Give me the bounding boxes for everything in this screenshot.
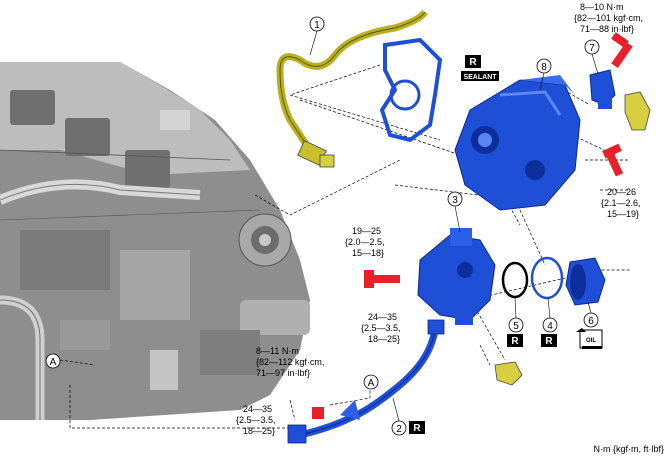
housing-part-3: [417, 228, 496, 325]
svg-text:{82—101 kgf·cm,: {82—101 kgf·cm,: [574, 13, 643, 23]
svg-text:{2.5—3.5,: {2.5—3.5,: [361, 323, 401, 333]
svg-text:8—10 N·m: 8—10 N·m: [580, 2, 624, 12]
pipe-part-2: [287, 319, 445, 444]
svg-text:R: R: [413, 423, 421, 434]
connector-yellow-top: [624, 91, 651, 131]
svg-text:{82—112 kgf·cm,: {82—112 kgf·cm,: [256, 357, 324, 367]
svg-text:18—25}: 18—25}: [368, 334, 400, 344]
svg-text:18—25}: 18—25}: [243, 426, 275, 436]
svg-text:2: 2: [396, 424, 402, 435]
svg-text:7: 7: [589, 43, 595, 54]
replace-mark-o-ring-4: R: [541, 334, 557, 347]
connector-yellow-bottom: [494, 361, 523, 386]
svg-text:1: 1: [314, 20, 320, 31]
oil-can-icon: OIL: [576, 328, 603, 349]
svg-text:71—88 in·lbf}: 71—88 in·lbf}: [580, 24, 634, 34]
svg-text:24—35: 24—35: [368, 312, 397, 322]
bolt-left: [364, 270, 400, 288]
callout-8: 8: [536, 58, 552, 91]
units-note: N·m {kgf·m, ft·lbf}: [593, 444, 664, 454]
filter-part-6: [565, 257, 606, 306]
replace-mark-pipe: R: [409, 421, 425, 434]
callout-4: 4: [542, 297, 558, 333]
svg-text:71—97 in·lbf}: 71—97 in·lbf}: [256, 368, 310, 378]
gasket: [379, 37, 443, 143]
callout-5: 5: [508, 297, 524, 333]
svg-text:8—11 N·m: 8—11 N·m: [256, 346, 299, 356]
sensor-part-7: [589, 69, 616, 109]
svg-text:SEALANT: SEALANT: [463, 74, 497, 81]
callout-1: 1: [309, 16, 325, 56]
svg-text:15—18}: 15—18}: [352, 248, 384, 258]
svg-text:3: 3: [452, 195, 458, 206]
svg-text:A: A: [50, 357, 57, 368]
svg-text:5: 5: [513, 321, 519, 332]
svg-text:R: R: [469, 57, 477, 68]
svg-text:8: 8: [541, 62, 547, 73]
svg-text:A: A: [368, 378, 375, 389]
torque-spec-middle: 24—35 {2.5—3.5, 18—25}: [361, 312, 401, 344]
callout-6: 6: [583, 301, 599, 328]
svg-text:{2.5—3.5,: {2.5—3.5,: [236, 415, 276, 425]
svg-text:{2.0—2.5,: {2.0—2.5,: [345, 237, 385, 247]
torque-spec-right: 20—26 {2.1—2.6, 15—19}: [601, 187, 641, 219]
torque-spec-top: 8—10 N·m {82—101 kgf·cm, 71—88 in·lbf}: [574, 2, 643, 34]
svg-text:OIL: OIL: [586, 338, 596, 344]
hose-part-1: [276, 9, 428, 168]
engine-block: [0, 62, 310, 420]
torque-spec-bottom: 24—35 {2.5—3.5, 18—25}: [236, 404, 276, 436]
sealant-mark: SEALANT: [461, 71, 499, 81]
callout-a-right: A: [363, 374, 379, 390]
svg-text:R: R: [545, 336, 553, 347]
svg-text:20—26: 20—26: [607, 187, 636, 197]
callout-2: 2: [391, 397, 407, 436]
bolt-bottom: [312, 407, 324, 419]
svg-text:15—19}: 15—19}: [607, 209, 639, 219]
svg-text:19—25: 19—25: [352, 226, 381, 236]
svg-text:R: R: [511, 336, 519, 347]
callout-7: 7: [584, 39, 600, 75]
bolt-top: [611, 32, 633, 68]
callout-a-left: A: [45, 353, 61, 369]
replace-mark-o-ring-5: R: [507, 334, 523, 347]
o-ring-part-5: [501, 261, 529, 299]
svg-text:24—35: 24—35: [243, 404, 272, 414]
torque-spec-left: 19—25 {2.0—2.5, 15—18}: [345, 226, 385, 258]
torque-spec-bottom-left: 8—11 N·m {82—112 kgf·cm, 71—97 in·lbf}: [256, 346, 324, 378]
callout-3: 3: [447, 191, 463, 233]
svg-text:{2.1—2.6,: {2.1—2.6,: [601, 198, 641, 208]
bolt-right: [602, 143, 624, 177]
o-ring-part-4: [530, 256, 564, 300]
svg-text:4: 4: [547, 321, 553, 332]
svg-text:6: 6: [588, 316, 594, 327]
pump-housing-part-8: [454, 75, 581, 211]
replace-mark-gasket: R: [465, 55, 481, 68]
